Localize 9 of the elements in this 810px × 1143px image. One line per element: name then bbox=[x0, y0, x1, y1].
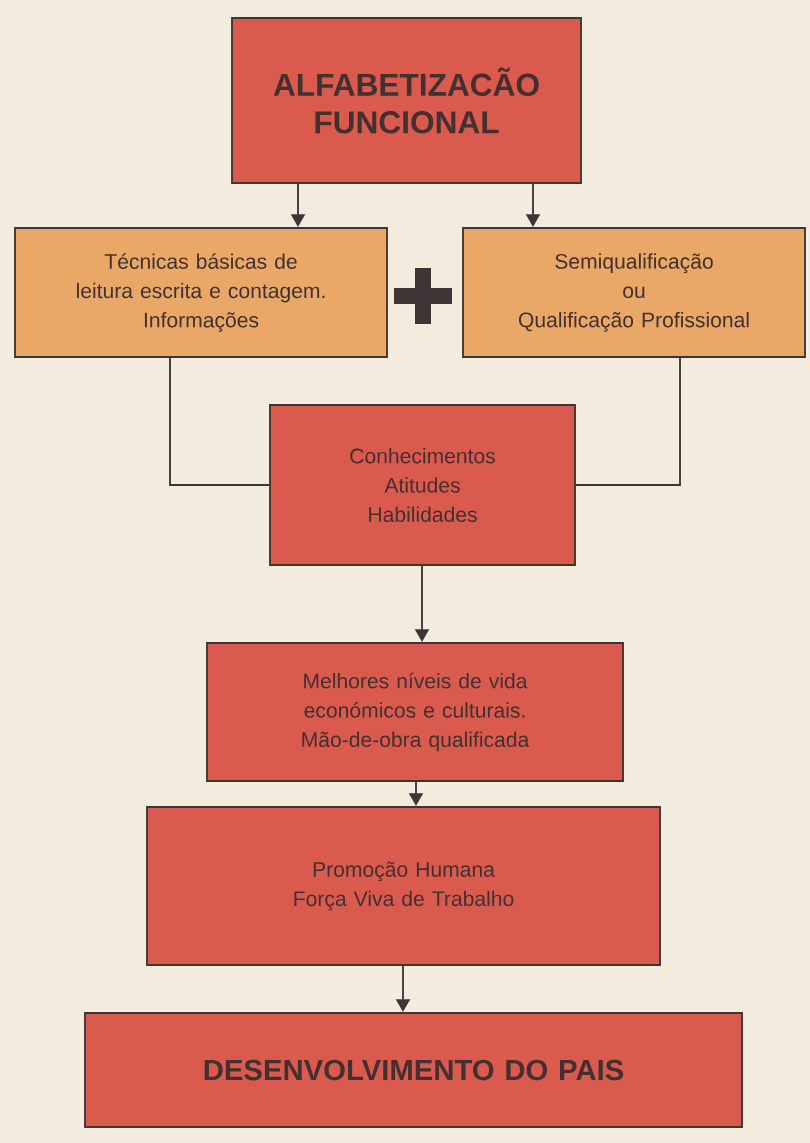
process-box: Semiqualificação ou Qualificação Profissional bbox=[462, 227, 806, 358]
connector-line bbox=[575, 357, 681, 486]
process-box: Técnicas básicas de leitura escrita e contagem. Informações bbox=[14, 227, 388, 358]
connector-line bbox=[169, 357, 270, 486]
process-box: Promoção Humana Força Viva de Trabalho bbox=[146, 806, 661, 966]
title-box: ALFABETIZACÃO FUNCIONAL bbox=[231, 17, 582, 184]
process-box: Conhecimentos Atitudes Habilidades bbox=[269, 404, 576, 566]
process-box: Melhores níveis de vida económicos e culturais. Mão-de-obra qualificada bbox=[206, 642, 624, 782]
result-box: DESENVOLVIMENTO DO PAIS bbox=[84, 1012, 743, 1128]
